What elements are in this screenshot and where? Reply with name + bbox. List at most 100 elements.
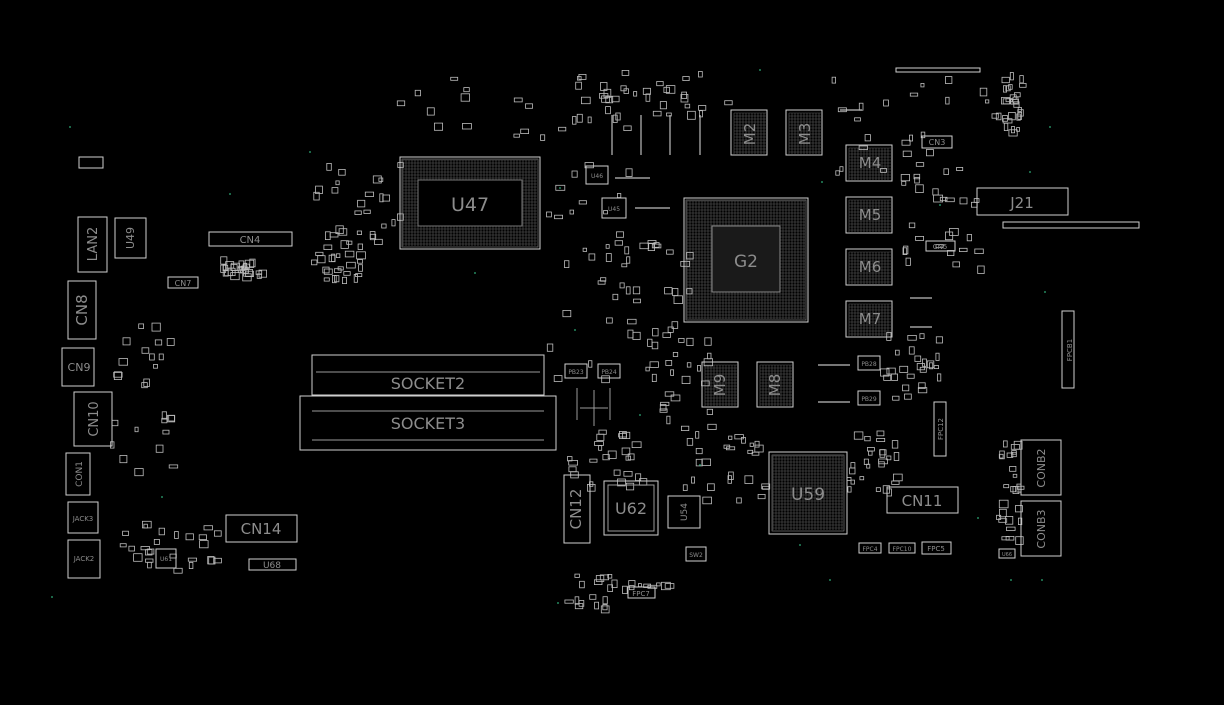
chip-m8[interactable]: M8	[756, 361, 794, 408]
chip-m3[interactable]: M3	[785, 109, 823, 156]
passive	[1005, 516, 1014, 525]
passive	[926, 360, 935, 369]
u68-label: U68	[263, 561, 281, 571]
passive	[662, 332, 671, 338]
passive	[678, 337, 685, 343]
passive	[245, 270, 254, 278]
passive	[943, 168, 949, 176]
part-pb24[interactable]: PB24	[597, 363, 621, 379]
connector-fpc7[interactable]: FPC7	[627, 586, 656, 599]
connector-fpcb1[interactable]: FPCB1	[1061, 310, 1075, 389]
fpc5-label: FPC5	[927, 545, 945, 553]
chip-u45[interactable]: U45	[601, 197, 627, 219]
passive	[665, 359, 673, 366]
passive	[346, 240, 353, 245]
chip-m6[interactable]: M6	[845, 248, 893, 286]
part-pb28[interactable]: PB28	[857, 355, 881, 371]
con1-label: CON1	[75, 461, 85, 487]
passive	[341, 276, 347, 284]
passive	[835, 170, 840, 176]
socket2[interactable]: SOCKET2	[311, 354, 545, 396]
connector-conb3[interactable]: CONB3	[1020, 500, 1062, 557]
connector-cn7[interactable]: CN7	[167, 276, 199, 289]
passive	[145, 558, 154, 563]
passive	[355, 273, 363, 278]
passive	[564, 599, 574, 604]
chip-m7[interactable]: M7	[845, 300, 893, 338]
chip-m2[interactable]: M2	[730, 109, 768, 156]
cn10-label: CN10	[87, 401, 102, 436]
jack2-label: JACK2	[73, 555, 95, 563]
connector-j21[interactable]: J21	[976, 187, 1069, 216]
connector-cn10[interactable]: CN10	[73, 391, 113, 447]
connector-con1[interactable]: CON1	[65, 452, 91, 496]
passive	[1005, 85, 1011, 92]
chip-u66[interactable]: U66	[998, 548, 1016, 559]
passive	[920, 83, 925, 88]
test-point	[1010, 579, 1012, 581]
passive	[621, 447, 631, 456]
part-pb23[interactable]: PB23	[564, 363, 588, 379]
jack-2[interactable]: JACK2	[67, 539, 101, 579]
connector-lan2[interactable]: LAN2	[77, 216, 108, 273]
chip-u68[interactable]: U68	[248, 558, 297, 571]
passive	[649, 361, 659, 368]
passive	[660, 401, 670, 406]
connector-cn5[interactable]: CN5	[925, 240, 956, 252]
chip-m9[interactable]: M9	[701, 361, 739, 408]
passive	[647, 240, 657, 244]
chip-u46[interactable]: U46	[585, 165, 609, 185]
passive	[540, 134, 546, 141]
connector-fpc5[interactable]: FPC5	[921, 541, 952, 555]
passive	[513, 133, 520, 138]
chip-u54[interactable]: U54	[667, 495, 701, 529]
m8-label: M8	[766, 374, 784, 397]
passive	[652, 110, 662, 117]
passive	[323, 268, 333, 275]
test-point	[559, 187, 561, 189]
connector-conb2[interactable]: CONB2	[1020, 439, 1062, 496]
connector-fpc10[interactable]: FPC10	[888, 542, 916, 554]
connector-fpc4[interactable]: FPC4	[858, 542, 882, 554]
chip-m4[interactable]: M4	[845, 144, 893, 182]
chip-u47[interactable]: U47	[399, 156, 541, 250]
chip-u62[interactable]: U62	[603, 480, 659, 536]
passive	[959, 197, 968, 205]
passive	[605, 253, 612, 262]
passive	[701, 458, 712, 466]
passive	[575, 81, 582, 90]
passive	[909, 134, 914, 142]
passive	[397, 162, 404, 168]
m9-label: M9	[711, 374, 729, 397]
passive	[1012, 485, 1020, 494]
connector-fpc12[interactable]: FPC12	[933, 401, 947, 457]
connector-cn4[interactable]: CN4	[208, 231, 293, 247]
passive	[686, 251, 694, 260]
passive	[134, 468, 144, 477]
chip-m5[interactable]: M5	[845, 196, 893, 234]
chip-u61[interactable]: U61	[155, 548, 177, 569]
passive	[122, 530, 129, 536]
passive	[612, 293, 619, 301]
passive	[929, 362, 934, 370]
chip-u49[interactable]: U49	[114, 217, 147, 259]
passive	[937, 373, 942, 382]
connector-cn12[interactable]: CN12	[563, 474, 591, 544]
conb3-label: CONB3	[1035, 509, 1048, 548]
part-pb29[interactable]: PB29	[857, 390, 881, 406]
switch-sw2[interactable]: SW2	[685, 546, 707, 562]
connector-cn14[interactable]: CN14	[225, 514, 298, 543]
connector-cn8[interactable]: CN8	[67, 280, 97, 340]
connector-cn9[interactable]: CN9	[61, 347, 95, 387]
jack-3[interactable]: JACK3	[67, 501, 99, 534]
test-point	[51, 596, 53, 598]
connector-cn11[interactable]: CN11	[886, 486, 959, 514]
passive	[659, 101, 667, 110]
passive	[1006, 526, 1016, 531]
chip-g2[interactable]: G2	[683, 197, 809, 323]
chip-u59[interactable]: U59	[768, 451, 848, 535]
passive	[633, 298, 641, 304]
connector-cn3[interactable]: CN3	[921, 135, 953, 149]
socket3[interactable]: SOCKET3	[299, 395, 557, 451]
passive	[656, 582, 661, 587]
